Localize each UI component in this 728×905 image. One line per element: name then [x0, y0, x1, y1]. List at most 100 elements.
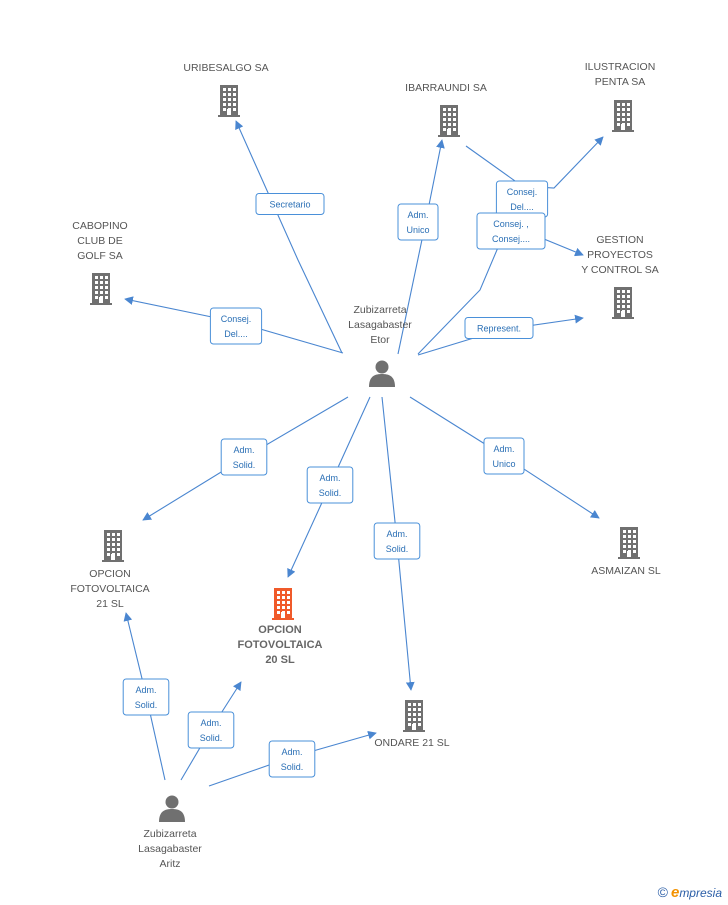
edge-label-text: Unico	[492, 459, 515, 469]
building-window	[623, 535, 626, 538]
edge-label-text: Solid.	[386, 544, 409, 554]
node-ondare[interactable]: ONDARE 21 SL	[374, 700, 450, 749]
building-window	[443, 108, 446, 111]
edge-label-etor-cabopino[interactable]: Consej.Del....	[209, 307, 263, 345]
building-door	[447, 129, 451, 135]
building-window	[117, 543, 120, 546]
building-window	[233, 108, 236, 111]
building-window	[100, 276, 103, 279]
building-icon[interactable]	[618, 527, 640, 559]
edge-label-etor-asmaizan[interactable]: Adm.Unico	[483, 437, 525, 475]
building-door	[111, 554, 115, 560]
building-icon[interactable]	[102, 530, 124, 562]
building-icon[interactable]	[403, 700, 425, 732]
building-window	[448, 108, 451, 111]
node-label: 21 SL	[96, 598, 124, 610]
building-window	[100, 286, 103, 289]
person-icon[interactable]	[369, 360, 395, 388]
edge-label-aritz-opcion20[interactable]: Adm.Solid.	[187, 711, 235, 749]
node-uribesalgo[interactable]: URIBESALGO SA	[183, 62, 269, 117]
building-window	[453, 113, 456, 116]
node-asmaizan[interactable]: ASMAIZAN SL	[591, 527, 661, 577]
building-window	[418, 703, 421, 706]
building-window	[418, 713, 421, 716]
edge-label-text: Solid.	[135, 700, 158, 710]
building-window	[622, 113, 625, 116]
building-door	[412, 724, 416, 730]
edge-label-etor-uribesalgo[interactable]: Secretario	[255, 193, 325, 215]
node-ibarraundi[interactable]: IBARRAUNDI SA	[405, 82, 487, 137]
building-window	[233, 88, 236, 91]
building-window	[287, 596, 290, 599]
empresia-logo[interactable]: ©empresia	[658, 884, 722, 901]
building-door	[621, 124, 625, 130]
edge-label-etor-ilustracion[interactable]: Consej.Del....	[495, 180, 549, 218]
edge-label-etor-opcion21[interactable]: Adm.Solid.	[220, 438, 268, 476]
node-label: Lasagabaster	[138, 843, 202, 855]
building-window	[622, 118, 625, 121]
building-icon[interactable]	[272, 588, 294, 620]
edge-label-etor-gestion[interactable]: Represent.	[464, 317, 534, 339]
building-window	[418, 708, 421, 711]
building-window	[117, 553, 120, 556]
person-icon[interactable]	[159, 795, 185, 823]
building-window	[287, 611, 290, 614]
building-base	[90, 303, 112, 305]
edge-labels-layer: SecretarioAdm.UnicoConsej.Del....Consej.…	[122, 180, 549, 778]
node-label: Lasagabaster	[348, 319, 412, 331]
edge-label-text: Adm.	[386, 529, 407, 539]
edge-label-box	[255, 193, 325, 215]
building-base	[438, 135, 460, 137]
edge-label-etor-ibarraundi[interactable]: Adm.Unico	[397, 203, 439, 241]
building-window	[453, 128, 456, 131]
building-icon[interactable]	[90, 273, 112, 305]
building-window	[448, 118, 451, 121]
building-window	[628, 540, 631, 543]
edge-label-etor-ondare[interactable]: Adm. Solid.	[373, 522, 421, 560]
edge-label-etor-opcion20[interactable]: Adm.Solid.	[306, 466, 354, 504]
edge-label-text: Del....	[510, 202, 534, 212]
building-base	[218, 115, 240, 117]
building-icon[interactable]	[612, 100, 634, 132]
building-window	[622, 300, 625, 303]
node-label: GOLF SA	[77, 250, 123, 262]
edge-label-ibarraundi-gestion[interactable]: Consej. ,Consej....	[476, 212, 546, 250]
edge-label-text: Consej.	[221, 314, 252, 324]
building-window	[408, 723, 411, 726]
building-window	[623, 550, 626, 553]
building-window	[622, 290, 625, 293]
building-icon[interactable]	[218, 85, 240, 117]
building-window	[105, 276, 108, 279]
building-icon[interactable]	[612, 287, 634, 319]
edge-label-text: Solid.	[281, 762, 304, 772]
building-window	[105, 281, 108, 284]
building-icon[interactable]	[438, 105, 460, 137]
building-door	[621, 311, 625, 317]
edge-label-aritz-ondare[interactable]: Adm.Solid.	[268, 740, 316, 778]
person-head	[165, 795, 179, 809]
nodes-layer: URIBESALGO SA IBARRAUNDI SA ILUSTRACIONPEN…	[70, 61, 661, 870]
building-window	[117, 533, 120, 536]
building-window	[223, 93, 226, 96]
edge-label-box	[476, 212, 546, 250]
edge-label-aritz-opcion21[interactable]: Adm.Solid.	[122, 678, 170, 716]
building-base	[403, 730, 425, 732]
building-window	[418, 723, 421, 726]
building-window	[277, 591, 280, 594]
building-window	[628, 545, 631, 548]
building-window	[453, 118, 456, 121]
edge-label-text: Consej. ,	[493, 219, 529, 229]
building-window	[277, 606, 280, 609]
building-window	[633, 540, 636, 543]
node-label: CABOPINO	[72, 220, 127, 232]
building-door	[281, 612, 285, 618]
building-window	[287, 606, 290, 609]
building-window	[228, 98, 231, 101]
